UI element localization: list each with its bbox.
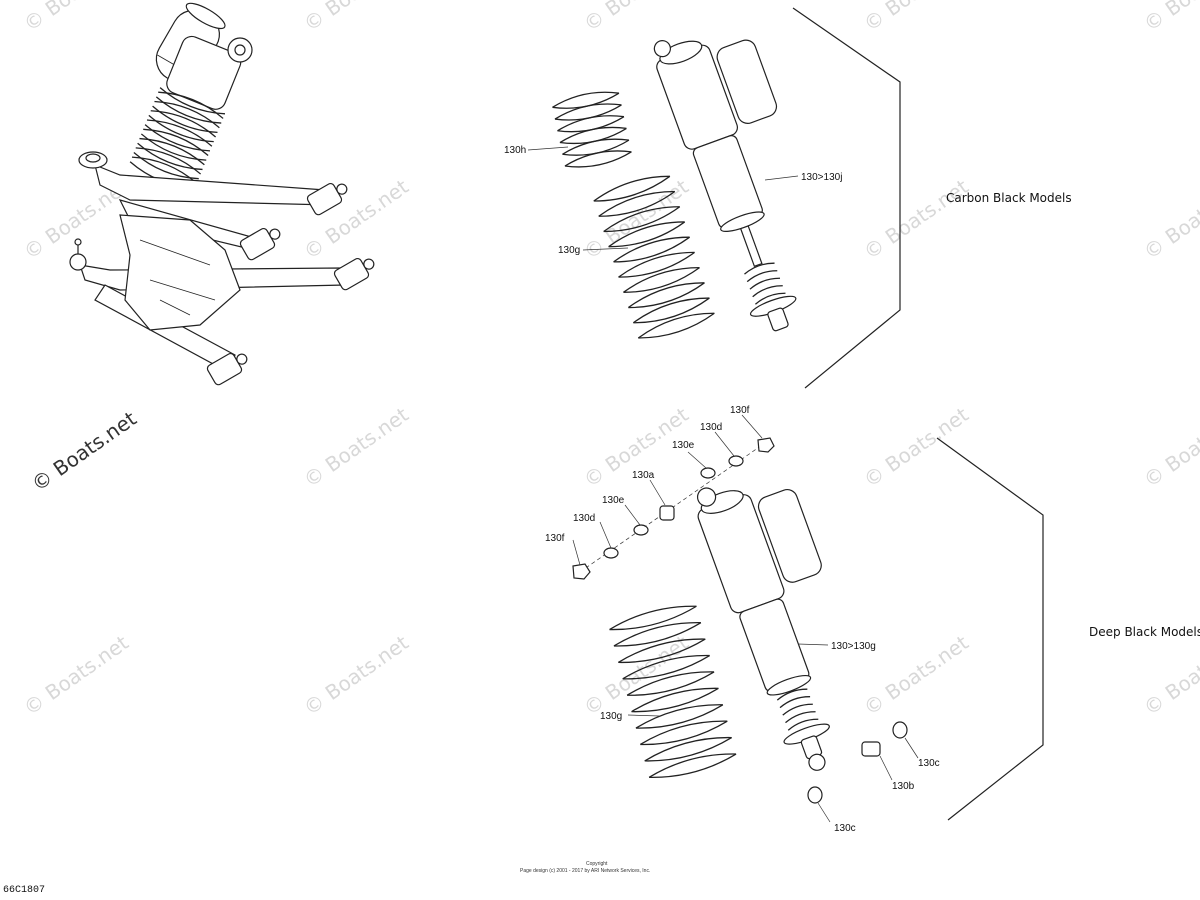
- watermark: © Boats.net: [1139, 402, 1200, 492]
- watermark: © Boats.net: [299, 402, 413, 492]
- deep-black-group: Deep Black Models: [545, 405, 1200, 834]
- hardware-chain: [572, 437, 775, 580]
- watermark: © Boats.net: [1139, 0, 1200, 36]
- label-130f-right: 130f: [730, 405, 750, 416]
- suspension-assembly: [69, 2, 375, 386]
- label-130e-left: 130e: [602, 495, 625, 506]
- label-130-130j: 130>130j: [801, 172, 842, 183]
- spring-130g-deep: [609, 605, 737, 778]
- watermark: © Boats.net: [859, 174, 973, 264]
- label-130a: 130a: [632, 470, 655, 481]
- shock-absorber-deep: [696, 487, 830, 771]
- footer-copyright: Copyright: [586, 861, 608, 867]
- label-130-130g: 130>130g: [831, 641, 876, 652]
- group-bracket: [936, 437, 1044, 821]
- carbon-black-title: Carbon Black Models: [946, 191, 1072, 205]
- label-130d-right: 130d: [700, 422, 722, 433]
- spring-130g: [593, 175, 715, 339]
- label-130b: 130b: [892, 781, 915, 792]
- watermark: © Boats.net: [859, 402, 973, 492]
- label-130c-bottom: 130c: [834, 823, 856, 834]
- watermark: © Boats.net: [579, 174, 693, 264]
- watermark: © Boats.net: [19, 630, 133, 720]
- watermark: © Boats.net: [19, 0, 133, 36]
- label-130c-right: 130c: [918, 758, 940, 769]
- watermark: © Boats.net: [859, 0, 973, 36]
- label-130h: 130h: [504, 145, 526, 156]
- label-130g-deep: 130g: [600, 711, 622, 722]
- group-bracket: [792, 7, 901, 389]
- watermark: © Boats.net: [1139, 174, 1200, 264]
- shock-absorber-carbon: [653, 39, 797, 332]
- spring-130h: [552, 91, 632, 168]
- label-130d-left: 130d: [573, 513, 595, 524]
- watermark: © Boats.net: [299, 0, 413, 36]
- watermark-main: © Boats.net: [27, 406, 141, 496]
- watermark: © Boats.net: [299, 174, 413, 264]
- carbon-black-group: Carbon Black Models 130h 130g: [504, 7, 1072, 389]
- deep-black-title: Deep Black Models: [1089, 625, 1200, 639]
- diagram-id: 66C1807: [3, 885, 45, 896]
- watermark: © Boats.net: [859, 630, 973, 720]
- footer-page-design: Page design (c) 2001 - 2017 by ARI Netwo…: [520, 868, 650, 874]
- watermark: © Boats.net: [299, 630, 413, 720]
- label-130f-left: 130f: [545, 533, 565, 544]
- watermark: © Boats.net: [579, 0, 693, 36]
- watermark: © Boats.net: [1139, 630, 1200, 720]
- label-130e-right: 130e: [672, 440, 695, 451]
- label-130g: 130g: [558, 245, 580, 256]
